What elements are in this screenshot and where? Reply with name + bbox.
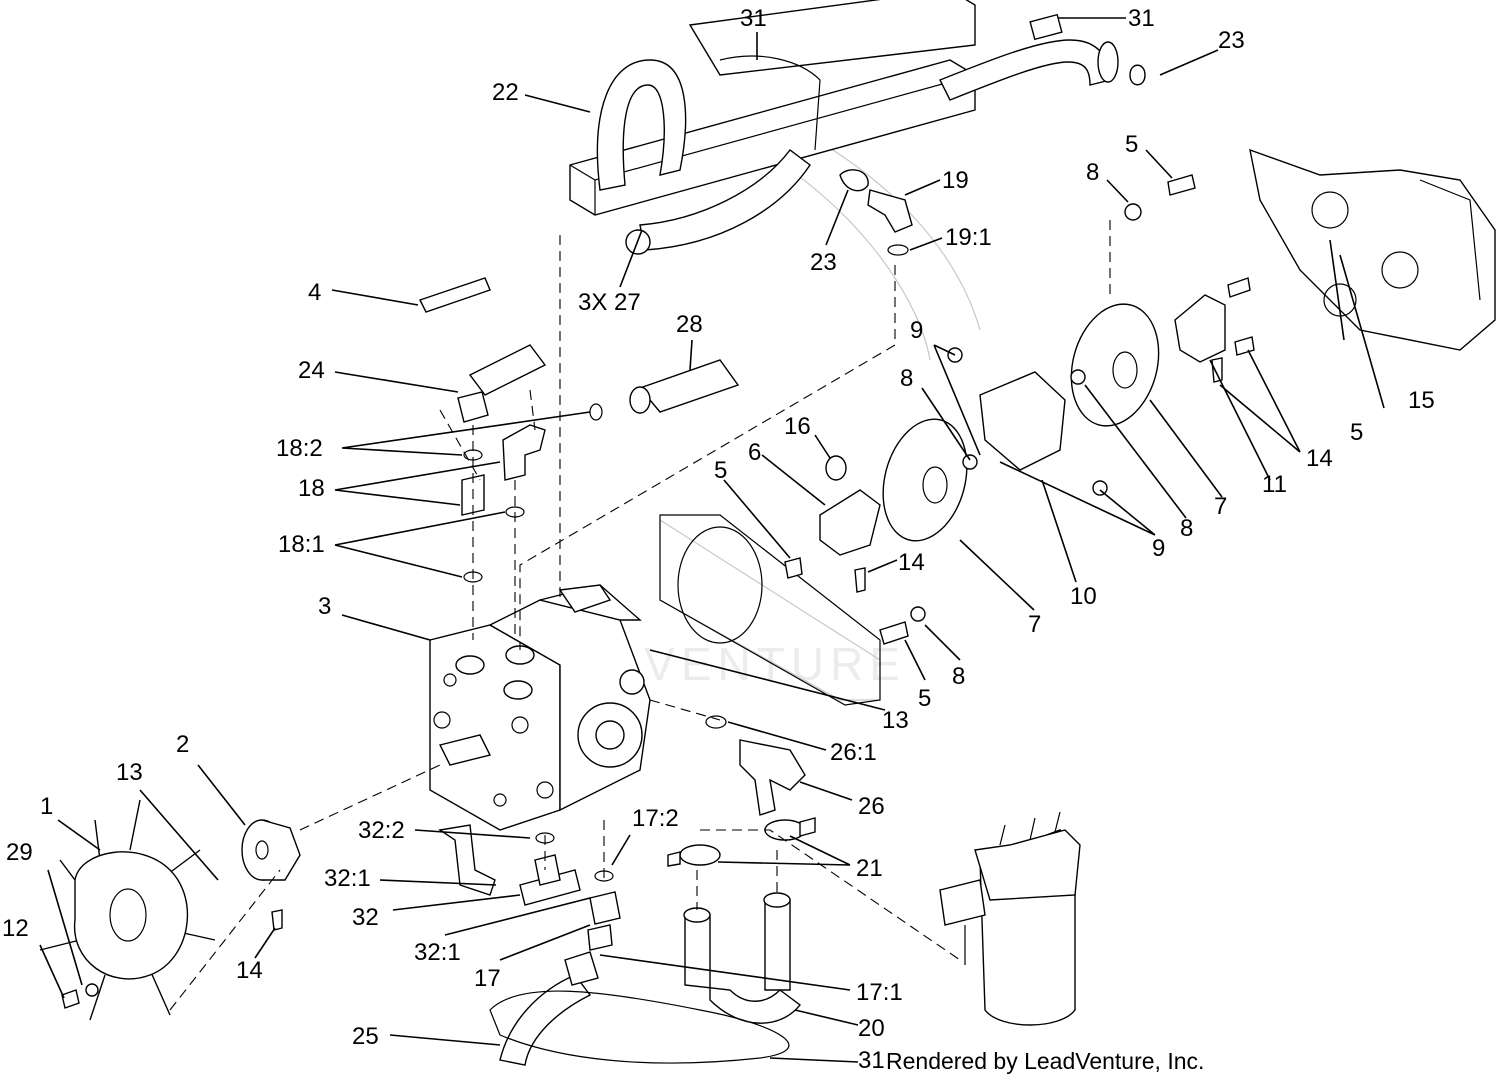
- clamp-31-top: [719, 55, 821, 151]
- callout-32-1-upper: 32:1: [324, 865, 371, 892]
- callout-9-lower: 9: [1152, 535, 1165, 562]
- callout-31-bottom: 31: [858, 1047, 885, 1074]
- callout-6: 6: [748, 439, 761, 466]
- callout-31-upper-right: 31: [1128, 5, 1155, 32]
- callout-25: 25: [352, 1023, 379, 1050]
- hoses-20: [683, 892, 801, 1024]
- callout-29: 29: [6, 839, 33, 866]
- callout-labels: 31 31 23 22 5 8 19 23 19:1 3X 27 4 9 28 …: [2, 5, 1435, 1074]
- flange-10: [979, 371, 1066, 471]
- hub-11: [1174, 294, 1226, 363]
- fitting-17: [587, 870, 621, 951]
- callout-13-fan: 13: [116, 759, 143, 786]
- callout-17: 17: [474, 965, 501, 992]
- callout-5-top: 5: [1125, 131, 1138, 158]
- hose-24: [457, 344, 547, 423]
- callout-7-lower: 7: [1028, 611, 1041, 638]
- callout-10: 10: [1070, 583, 1097, 610]
- callout-32-2: 32:2: [358, 817, 405, 844]
- strap-31-bottom: [489, 990, 790, 1064]
- coupler-plate-7a: [882, 418, 968, 542]
- callout-9-upper: 9: [910, 317, 923, 344]
- fitting-32: [519, 832, 581, 906]
- callout-18: 18: [298, 475, 325, 502]
- callout-11: 11: [1262, 471, 1287, 498]
- callout-7-right: 7: [1214, 493, 1227, 520]
- hose-22: [596, 59, 811, 255]
- callout-19-1: 19:1: [945, 224, 992, 251]
- leader-lines: [39, 17, 1385, 1063]
- callout-23-mid: 23: [810, 249, 837, 276]
- callout-8-top: 8: [1086, 159, 1099, 186]
- pump-3: [429, 584, 651, 831]
- callout-14-fan: 14: [236, 957, 263, 984]
- credit-text: Rendered by LeadVenture, Inc.: [886, 1048, 1205, 1074]
- nut-16: [825, 455, 847, 481]
- filter-assembly: [939, 811, 1081, 1026]
- callout-14-right: 14: [1306, 445, 1333, 472]
- washer-29: [85, 983, 99, 997]
- callout-13-pump: 13: [882, 707, 909, 734]
- hose-25: [499, 951, 599, 1066]
- callout-15: 15: [1408, 387, 1435, 414]
- hose-28: [629, 359, 740, 414]
- fittings-18: [461, 403, 603, 583]
- fitting-26: [705, 715, 806, 816]
- callout-14-mid: 14: [898, 549, 925, 576]
- fitting-19: [839, 169, 913, 256]
- hub-2: [241, 819, 301, 881]
- callout-31-top: 31: [740, 5, 767, 32]
- callout-19: 19: [942, 167, 969, 194]
- callout-1: 1: [40, 793, 53, 820]
- hose-upper-right: [939, 13, 1146, 101]
- hub-6: [819, 489, 881, 556]
- callout-17-2: 17:2: [632, 805, 679, 832]
- hose-32-2: [438, 824, 496, 896]
- callout-32-1-lower: 32:1: [414, 939, 461, 966]
- callout-5-lower: 5: [918, 685, 931, 712]
- shield-15: [1249, 148, 1496, 351]
- callout-3: 3: [318, 593, 331, 620]
- coupler-plate-7b: [1070, 303, 1160, 427]
- clamps-21: [667, 817, 816, 867]
- callout-5-mid: 5: [714, 457, 727, 484]
- callout-8-right: 8: [1180, 515, 1193, 542]
- callout-24: 24: [298, 357, 325, 384]
- fan-1: [39, 799, 216, 1021]
- screw-14-fan: [271, 909, 283, 931]
- callout-2: 2: [176, 731, 189, 758]
- callout-12: 12: [2, 915, 29, 942]
- callout-8-lower: 8: [952, 663, 965, 690]
- callout-18-1: 18:1: [278, 531, 325, 558]
- callout-17-1: 17:1: [856, 979, 903, 1006]
- callout-16: 16: [784, 413, 811, 440]
- callout-18-2: 18:2: [276, 435, 323, 462]
- callout-3x-27: 3X 27: [578, 289, 641, 316]
- assembly-lines: [169, 220, 1111, 1011]
- small-hardware: [784, 174, 1255, 645]
- callout-28: 28: [676, 311, 703, 338]
- callout-21: 21: [856, 855, 883, 882]
- callout-26: 26: [858, 793, 885, 820]
- callout-4: 4: [308, 279, 321, 306]
- callout-26-1: 26:1: [830, 739, 877, 766]
- callout-32: 32: [352, 904, 379, 931]
- bolt-4: [419, 277, 491, 313]
- callout-20: 20: [858, 1015, 885, 1042]
- frame-background: [659, 119, 981, 706]
- callout-5-right: 5: [1350, 419, 1363, 446]
- screw-12: [61, 989, 80, 1009]
- callout-22: 22: [492, 79, 519, 106]
- callout-8-mid: 8: [900, 365, 913, 392]
- callout-23-upper-right: 23: [1218, 27, 1245, 54]
